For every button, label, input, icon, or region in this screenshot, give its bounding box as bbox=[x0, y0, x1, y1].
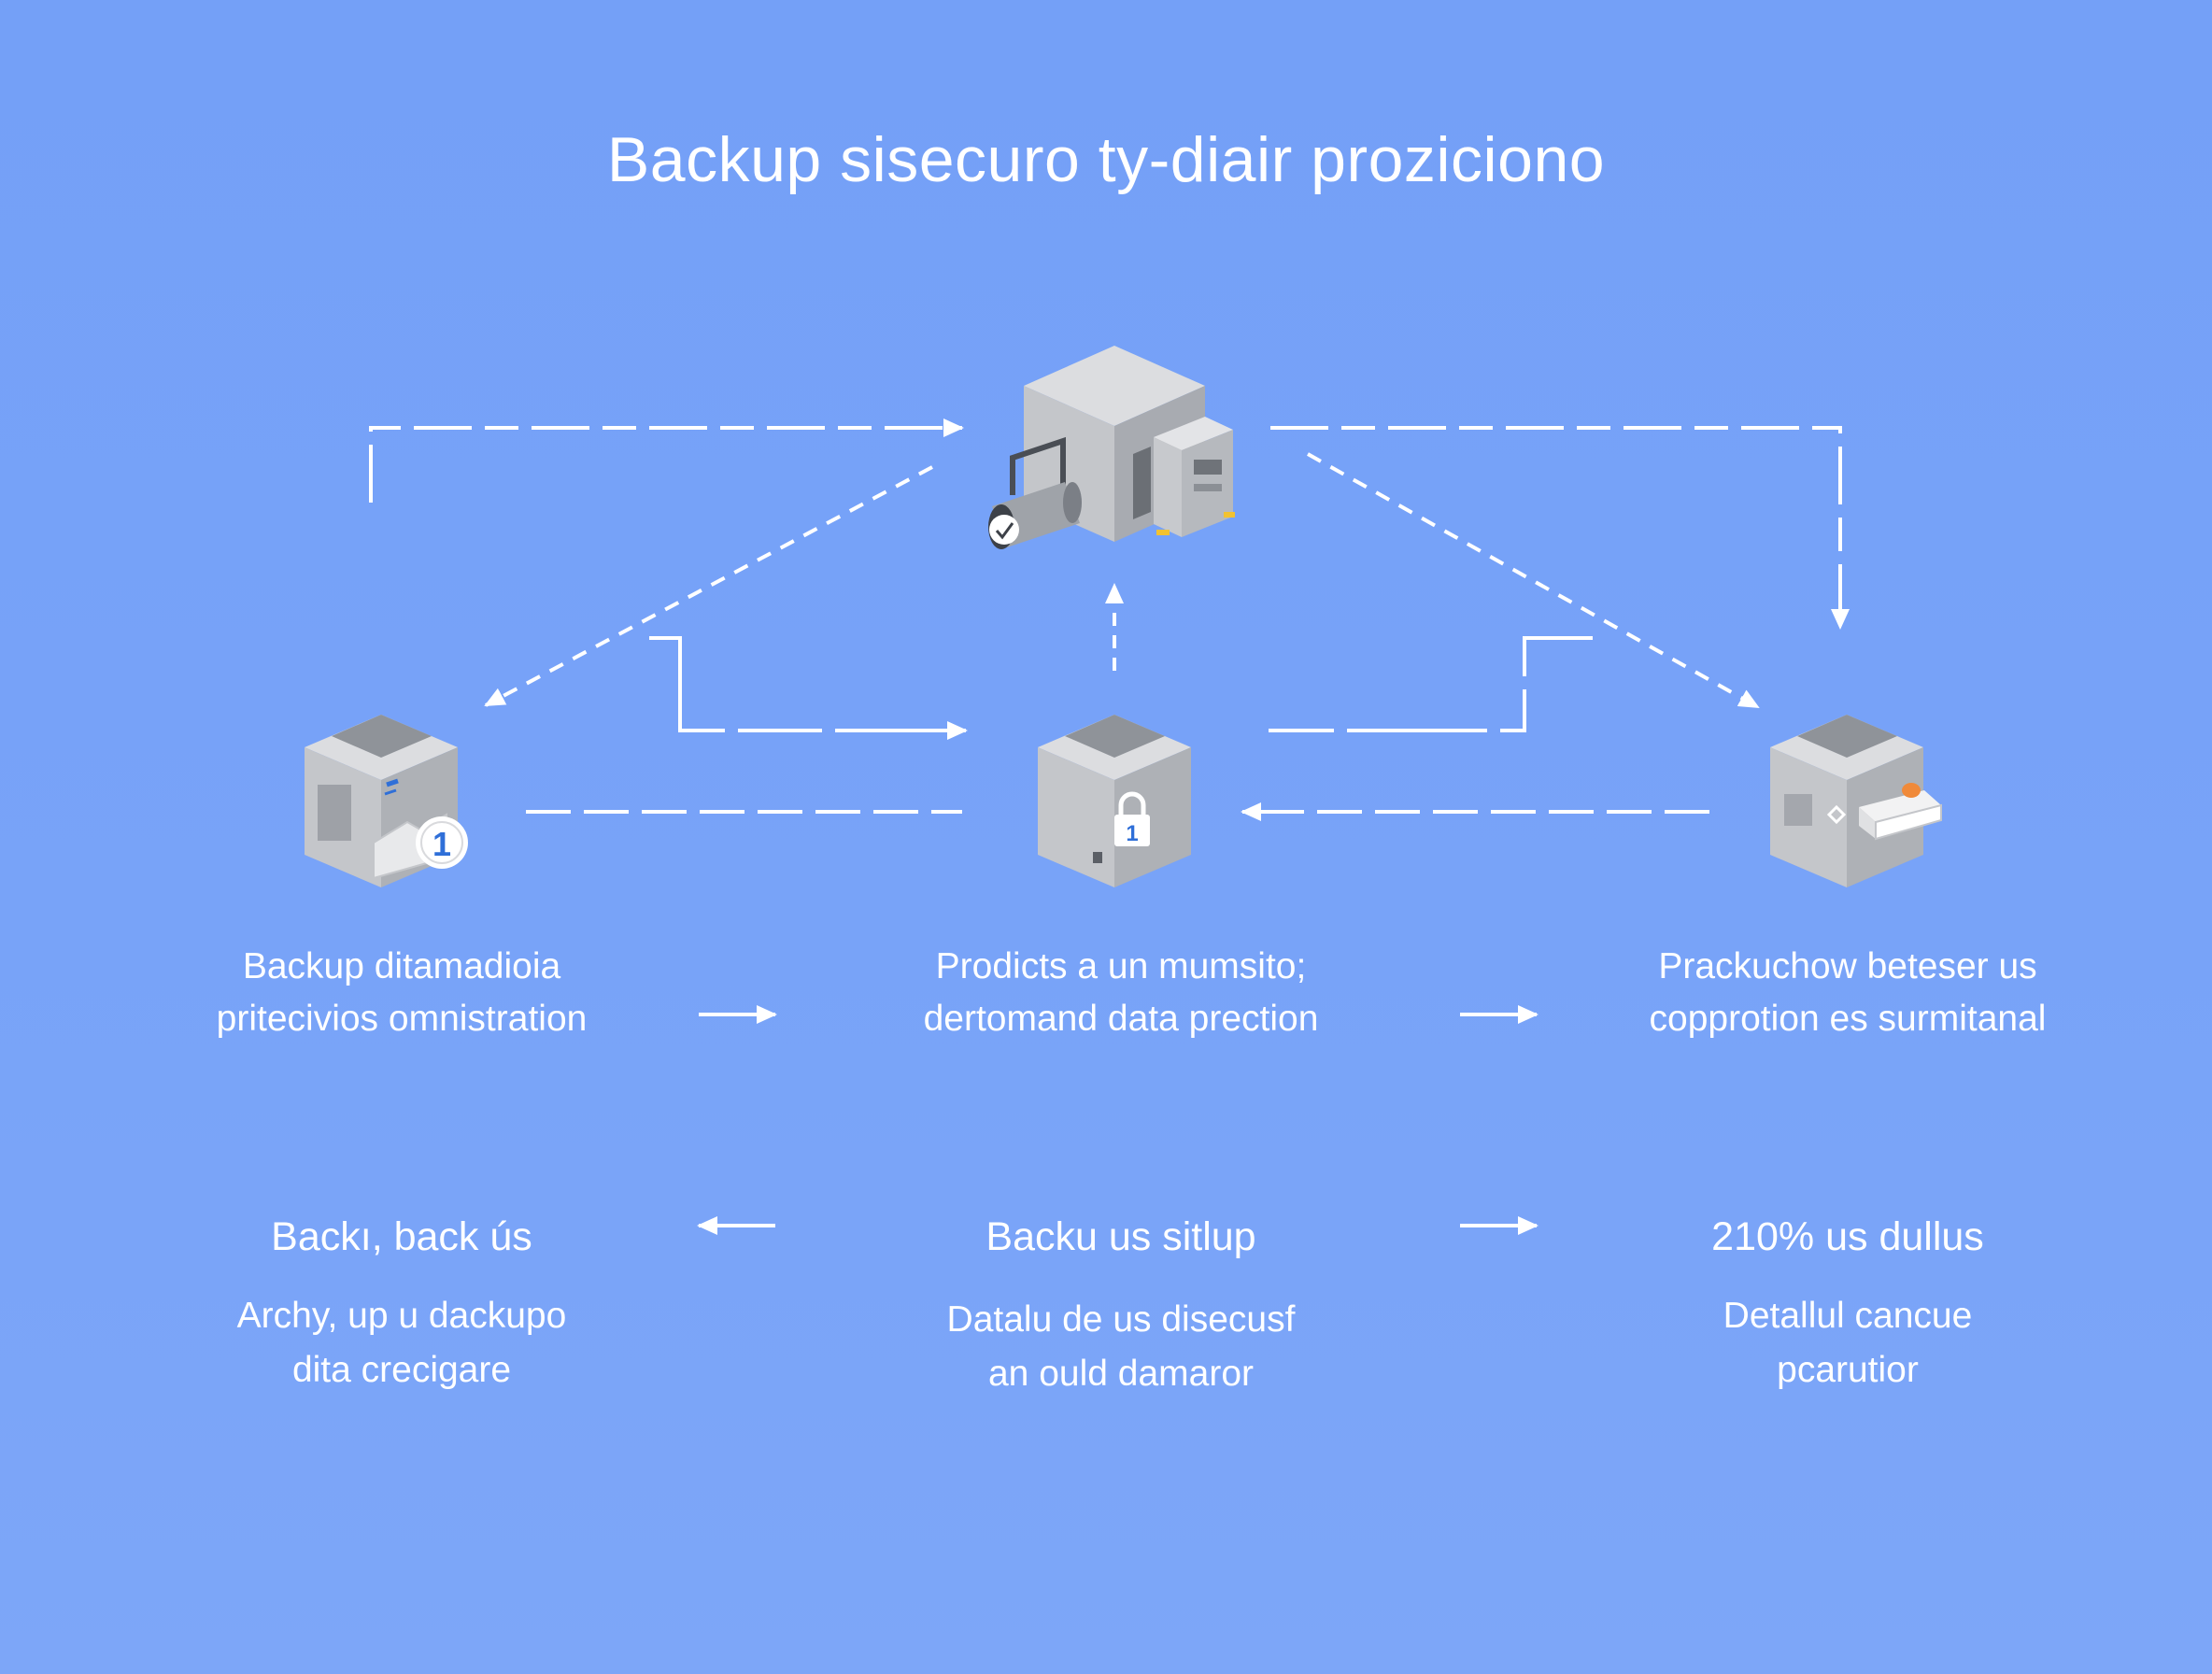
connector-diagonal-left bbox=[484, 465, 933, 707]
info-desc-right-line2: pcarutior bbox=[1777, 1350, 1919, 1390]
node-label-right-line2: copprotion es surmitanal bbox=[1649, 999, 2047, 1039]
connector-server-to-right bbox=[1270, 426, 1850, 630]
secure-storage-icon: 1 bbox=[1038, 715, 1191, 887]
info-desc-center: Datalu de us disecusf an ould damaror bbox=[831, 1293, 1411, 1401]
node-label-left-line1: Backup ditamadioia bbox=[242, 946, 561, 986]
left-badge-number: 1 bbox=[432, 825, 451, 863]
connector-left-elbow bbox=[649, 636, 968, 740]
info-desc-left-line2: dita crecigare bbox=[291, 1350, 512, 1390]
node-label-left-line2: pritecivios omnistration bbox=[216, 999, 588, 1039]
info-desc-center-line1: Datalu de us disecusf bbox=[946, 1299, 1296, 1340]
node-label-left: Backup ditamadioia pritecivios omnistrat… bbox=[112, 941, 691, 1045]
info-heading-right: 210% us dullus bbox=[1711, 1214, 1984, 1259]
node-label-center-line2: dertomand data prection bbox=[923, 999, 1319, 1039]
connector-left-to-server bbox=[369, 418, 964, 503]
node-label-center: Prodicts a un mumsito; dertomand data pr… bbox=[831, 941, 1411, 1045]
info-heading-center: Backu us sitlup bbox=[985, 1214, 1256, 1259]
info-desc-right: Detallul cancue pcarutior bbox=[1558, 1289, 2137, 1397]
connector-right-elbow bbox=[1269, 636, 1593, 732]
node-label-right: Prackuchow beteser us copprotion es surm… bbox=[1558, 941, 2137, 1045]
info-desc-center-line2: an ould damaror bbox=[987, 1354, 1254, 1394]
server-icon bbox=[988, 346, 1235, 549]
node-label-center-line1: Prodicts a un mumsito; bbox=[935, 946, 1307, 986]
info-desc-right-line1: Detallul cancue bbox=[1723, 1296, 1973, 1336]
diagram-title: Backup sisecuro ty-diair proziciono bbox=[606, 124, 1606, 195]
node-label-right-line1: Prackuchow beteser us bbox=[1658, 946, 2037, 986]
backup-drive-icon: 1 bbox=[305, 715, 468, 887]
info-desc-left-line1: Archy, up u dackupo bbox=[236, 1296, 567, 1336]
info-desc-left: Archy, up u dackupo dita crecigare bbox=[112, 1289, 691, 1397]
info-heading-left: Backı, back ús bbox=[271, 1214, 532, 1259]
connector-diagonal-right bbox=[1307, 452, 1760, 709]
center-badge-number: 1 bbox=[1126, 821, 1138, 846]
archive-drawer-icon bbox=[1770, 715, 1942, 887]
